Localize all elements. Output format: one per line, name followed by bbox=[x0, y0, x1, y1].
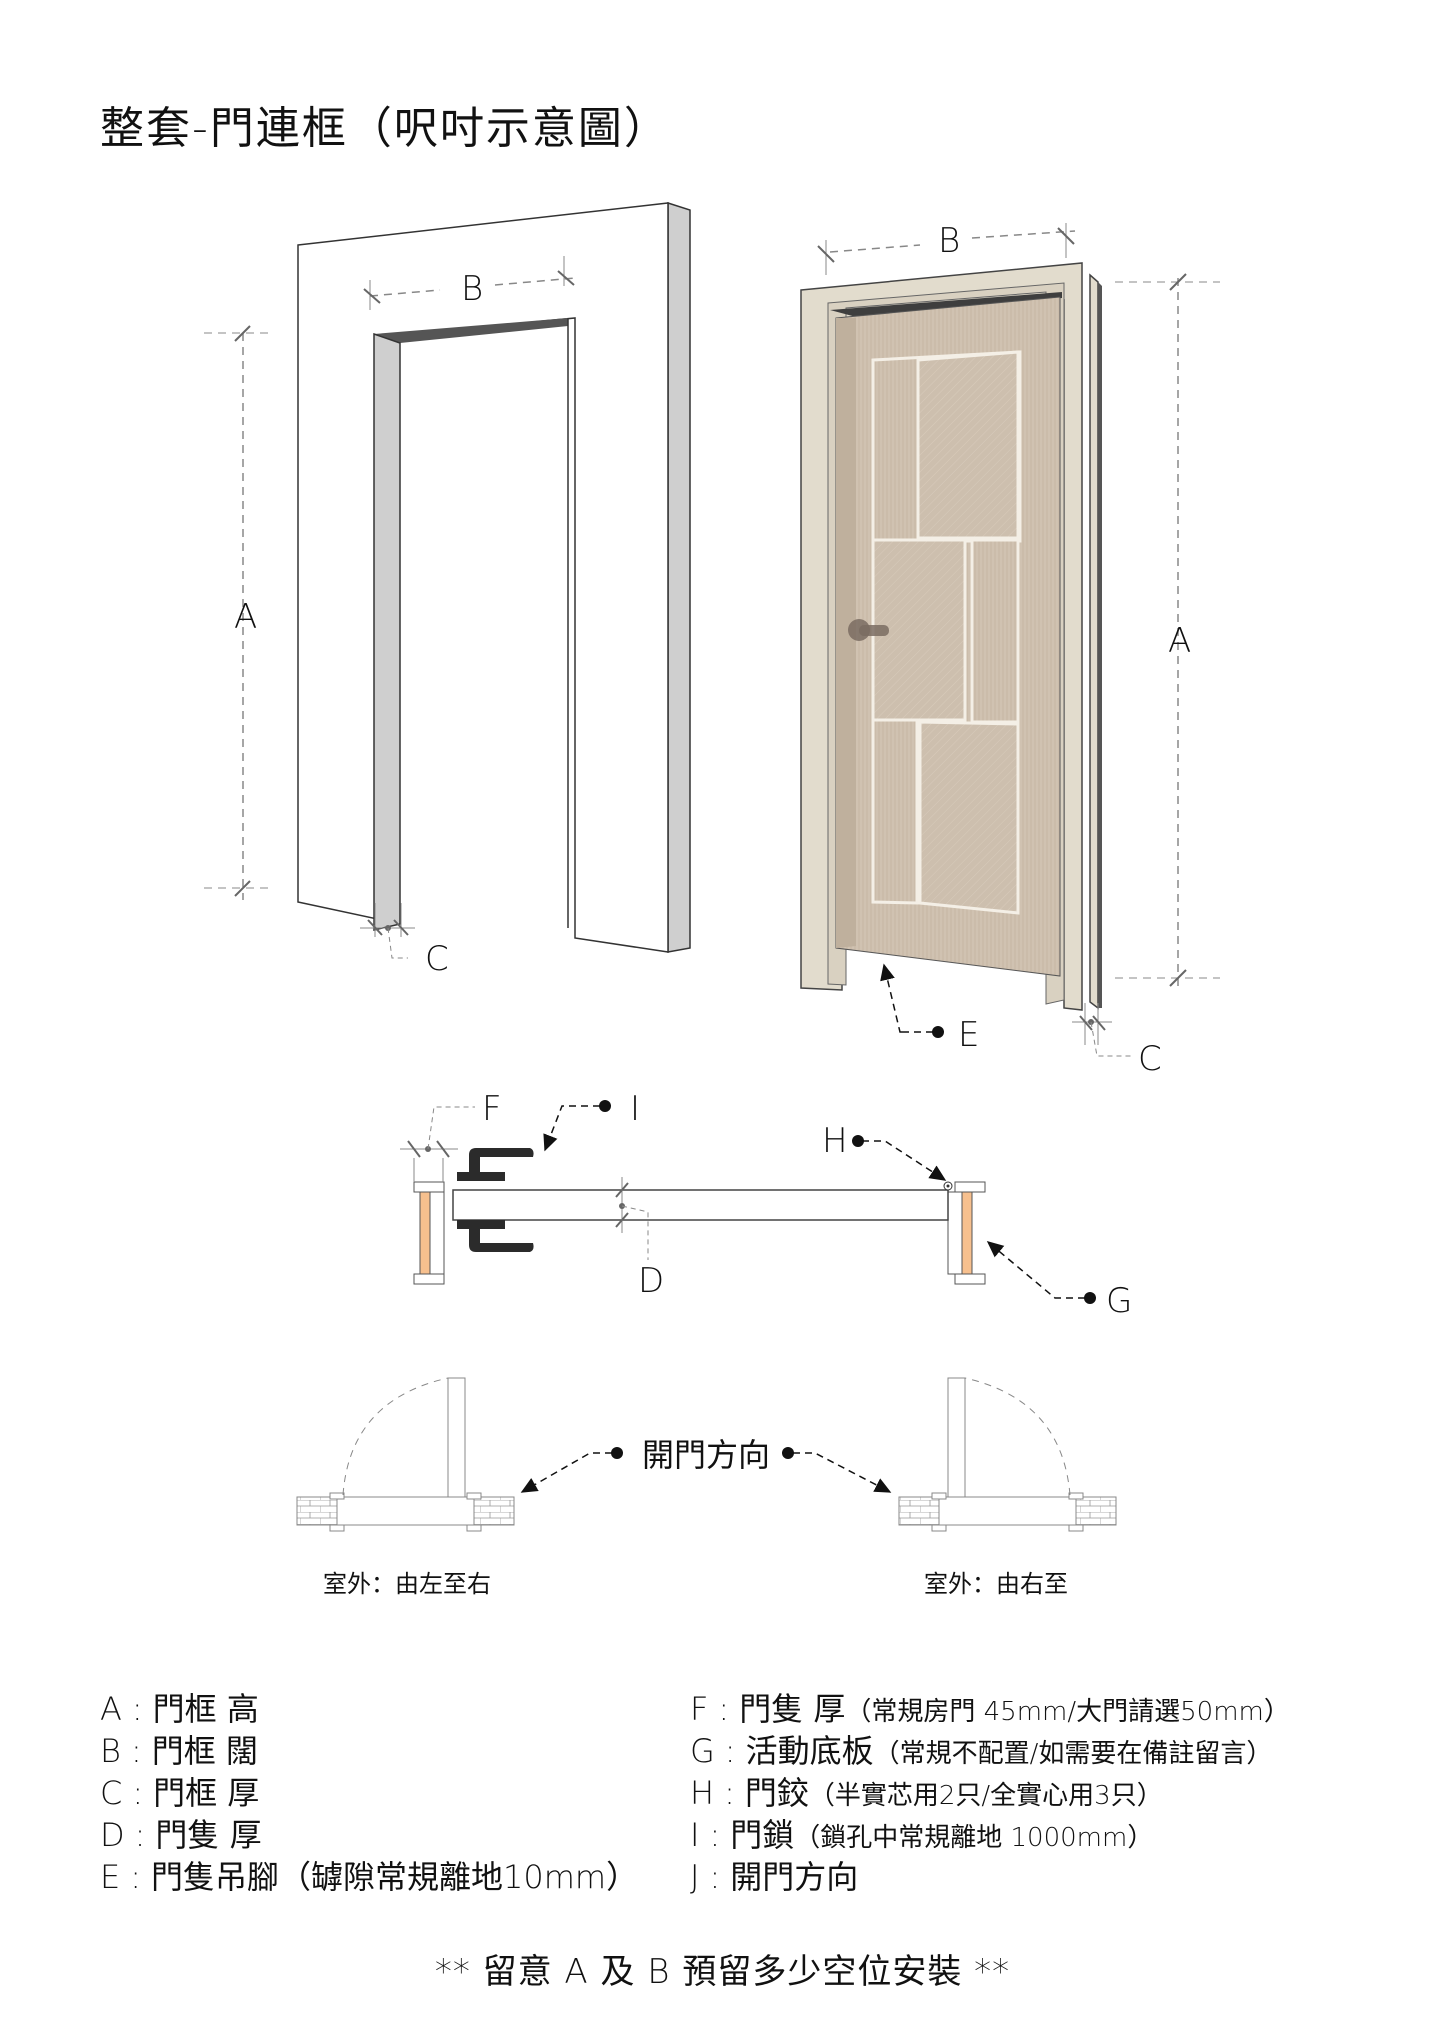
label-d: D bbox=[638, 1261, 664, 1301]
legend-item: B:門框 闊 bbox=[100, 1732, 258, 1770]
legend-item: D:門隻 厚 bbox=[100, 1816, 262, 1854]
left-caption: 室外：由左至右 bbox=[323, 1570, 491, 1598]
label-a-door: A bbox=[1168, 621, 1191, 661]
opening-direction-diagram: 室外：由左至右 室外：由右至 開門方向 bbox=[296, 1377, 1117, 1598]
label-f: F bbox=[482, 1089, 502, 1129]
legend-item: J:開門方向 bbox=[690, 1858, 859, 1896]
label-e: E bbox=[958, 1015, 979, 1055]
label-c-door: C bbox=[1138, 1039, 1162, 1079]
label-h: H bbox=[822, 1121, 848, 1161]
label-i: I bbox=[630, 1089, 640, 1129]
frame-3d-diagram: A B C bbox=[204, 201, 691, 979]
label-b-door: B bbox=[938, 221, 960, 261]
legend-item: I:門鎖（鎖孔中常規離地 1000mm） bbox=[690, 1816, 1154, 1854]
legend-item: F:門隻 厚（常規房門 45mm/大門請選50mm） bbox=[690, 1690, 1290, 1728]
door-3d-diagram: B A E C bbox=[800, 221, 1220, 1079]
label-a: A bbox=[234, 597, 257, 637]
label-g: G bbox=[1106, 1281, 1132, 1321]
label-c: C bbox=[425, 939, 449, 979]
right-caption: 室外：由右至 bbox=[924, 1570, 1068, 1598]
page-title: 整套-門連框（呎吋示意圖） bbox=[100, 103, 670, 154]
legend-left: A:門框 高 B:門框 闊 C:門框 厚 D:門隻 厚 E:門隻吊腳（罅隙常規離… bbox=[100, 1688, 638, 1898]
opening-direction-label: 開門方向 bbox=[642, 1436, 770, 1474]
legend-right: F:門隻 厚（常規房門 45mm/大門請選50mm） G:活動底板（常規不配置/… bbox=[690, 1688, 1290, 1898]
footnote: ** 留意 A 及 B 預留多少空位安裝 ** bbox=[434, 1952, 1011, 1992]
legend-item: C:門框 厚 bbox=[100, 1774, 260, 1812]
legend-item: A:門框 高 bbox=[100, 1690, 259, 1728]
legend-item: H:門鉸（半實芯用2只/全實心用3只） bbox=[690, 1774, 1163, 1812]
legend-item: E:門隻吊腳（罅隙常規離地10mm） bbox=[100, 1858, 639, 1896]
legend-item: G:活動底板（常規不配置/如需要在備註留言） bbox=[690, 1732, 1273, 1770]
section-diagram: F I D H G bbox=[400, 1089, 1132, 1321]
label-b: B bbox=[461, 269, 483, 309]
